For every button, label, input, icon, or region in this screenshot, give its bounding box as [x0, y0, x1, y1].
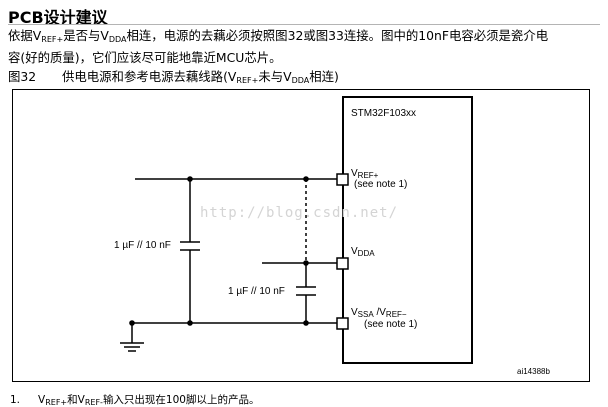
text: 依据V — [8, 28, 42, 43]
figure-caption: 供电电源和参考电源去藕线路(VREF+未与VDDA相连) — [62, 67, 339, 85]
subscript: DDA — [108, 35, 127, 44]
subscript: REF- — [84, 398, 103, 407]
text: 输入只出现在100脚以上的产品。 — [102, 394, 260, 406]
junction-dots — [129, 176, 309, 326]
pin-vdda-label: VDDA — [351, 246, 375, 258]
footnote-number: 1. — [10, 394, 21, 406]
text: V — [351, 307, 358, 318]
subscript: DDA — [291, 76, 310, 85]
chip-name: STM32F103xx — [351, 108, 417, 119]
capacitor-2-label: 1 µF // 10 nF — [228, 286, 285, 297]
figure-code: ai14388b — [517, 367, 550, 376]
pin-vref-note: (see note 1) — [354, 179, 408, 190]
text: 未与V — [258, 69, 292, 84]
pin-vref-label: VREF+ — [351, 168, 378, 180]
paragraph-line-1: 依据VREF+是否与VDDA相连，电源的去藕必须按照图32或图33连接。图中的1… — [8, 27, 603, 49]
title-divider — [8, 24, 600, 25]
pin-vssa-note: (see note 1) — [364, 319, 418, 330]
pin-vssa-label: VSSA /VREF− — [351, 307, 407, 319]
pin-vref-plus — [336, 173, 349, 186]
subscript: DDA — [357, 249, 375, 258]
text: V — [38, 394, 46, 406]
ground-symbol — [120, 342, 144, 352]
capacitor-1-label: 1 µF // 10 nF — [114, 240, 171, 251]
text: 供电电源和参考电源去藕线路(V — [62, 69, 237, 84]
paragraph-line-2: 容(好的质量)，它们应该尽可能地靠近MCU芯片。 — [8, 50, 282, 65]
subscript: REF− — [385, 310, 407, 319]
text: 相连，电源的去藕必须按照图32或图33连接。图中的10nF电容必须是瓷介电 — [126, 28, 549, 43]
subscript: REF+ — [45, 398, 68, 407]
text: /V — [373, 307, 386, 318]
subscript: REF+ — [236, 76, 259, 85]
pin-vssa — [336, 317, 349, 330]
paragraph: 依据VREF+是否与VDDA相连，电源的去藕必须按照图32或图33连接。图中的1… — [8, 27, 603, 67]
capacitor-2 — [296, 263, 316, 323]
text: V — [351, 246, 358, 257]
subscript: SSA — [357, 310, 374, 319]
watermark: http://blog.csdn.net/ — [200, 205, 399, 221]
chip-body — [342, 96, 473, 364]
figure-frame — [12, 89, 590, 382]
subscript: REF+ — [41, 35, 64, 44]
pin-vdda — [336, 257, 349, 270]
text: V — [351, 168, 358, 179]
section-title: PCB设计建议 — [8, 8, 108, 27]
text: 相连) — [309, 69, 339, 84]
subscript: REF+ — [357, 171, 379, 180]
footnote: 1. VREF+和VREF-输入只出现在100脚以上的产品。 — [10, 392, 259, 407]
text: 是否与V — [63, 28, 109, 43]
text: 和V — [67, 394, 85, 406]
capacitor-1 — [180, 179, 200, 323]
figure-number: 图32 — [8, 69, 37, 84]
